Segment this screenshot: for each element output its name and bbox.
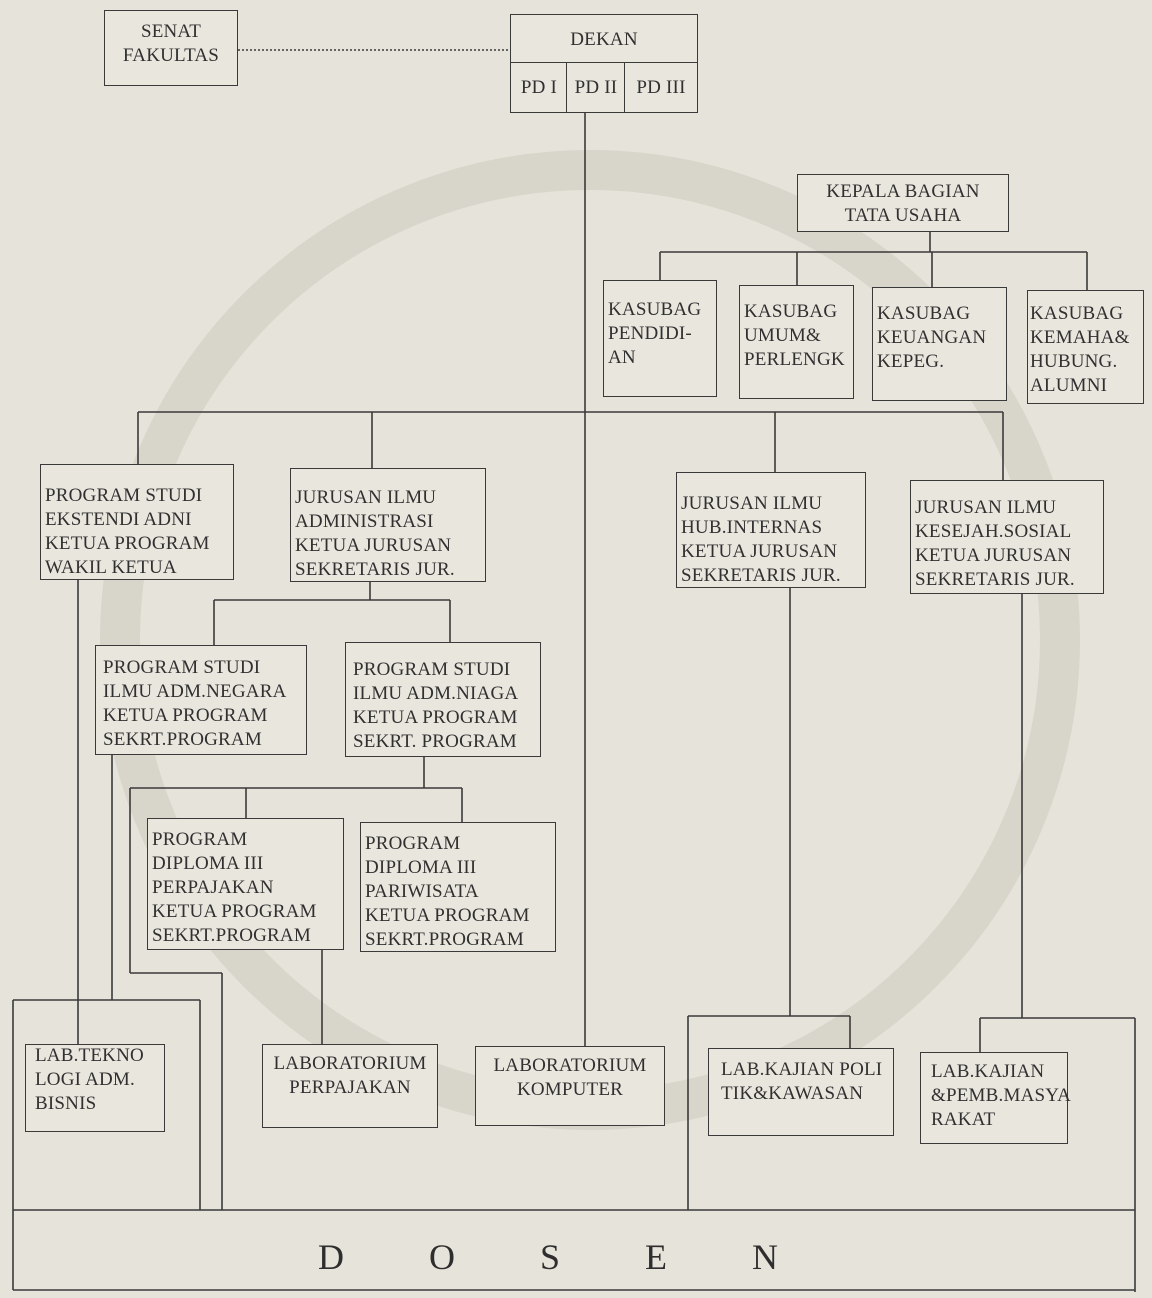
program-studi-adm-niaga-label: PROGRAM STUDI ILMU ADM.NIAGA KETUA PROGR… (353, 659, 519, 752)
lab-perpajakan-box (262, 1044, 438, 1128)
diploma-perpajakan-label: PROGRAM DIPLOMA III PERPAJAKAN KETUA PRO… (152, 829, 317, 946)
lab-kajian-politik-box (708, 1048, 894, 1136)
kasubag-umum-box (739, 285, 854, 399)
senat-fakultas-label: SENAT FAKULTAS (122, 21, 220, 66)
kasubag-umum-label: KASUBAG UMUM& PERLENGK (744, 301, 845, 370)
jurusan-hub-internas-box (676, 472, 866, 588)
lab-kajian-politik-label: LAB.KAJIAN POLI TIK&KAWASAN (721, 1059, 883, 1104)
kasubag-keuangan-box (872, 287, 1007, 401)
diploma-pariwisata-label: PROGRAM DIPLOMA III PARIWISATA KETUA PRO… (365, 833, 530, 950)
kasubag-keuangan-label: KASUBAG KEUANGAN KEPEG. (877, 303, 987, 372)
kepala-bagian-label: KEPALA BAGIAN TATA USAHA (826, 181, 980, 226)
program-studi-ekstensi-label: PROGRAM STUDI EKSTENDI ADNI KETUA PROGRA… (45, 485, 210, 578)
kasubag-kemaha-box (1027, 290, 1144, 404)
kasubag-pendidikan-box (603, 280, 717, 397)
pd1-box (510, 62, 568, 113)
diploma-pariwisata-box (360, 822, 556, 952)
lab-teknologi-box (25, 1044, 165, 1132)
lab-kajian-masyarakat-box (920, 1052, 1068, 1144)
senat-fakultas-box (104, 10, 238, 86)
pd3-label: PD III (636, 77, 686, 98)
lab-komputer-label: LABORATORIUM KOMPUTER (493, 1055, 647, 1100)
program-studi-adm-negara-box (95, 645, 307, 755)
dekan-label: DEKAN (570, 29, 638, 50)
pd2-label: PD II (574, 77, 618, 98)
jurusan-hub-internas-label: JURUSAN ILMU HUB.INTERNAS KETUA JURUSAN … (681, 493, 841, 586)
lab-komputer-box (475, 1046, 665, 1126)
program-studi-adm-niaga-box (345, 642, 541, 757)
pd1-label: PD I (520, 77, 558, 98)
dosen-label: D O S E N (317, 1237, 816, 1277)
jurusan-administrasi-box (290, 468, 486, 582)
jurusan-kesejah-sosial-box (910, 480, 1104, 594)
dekan-box (510, 14, 698, 64)
diploma-perpajakan-box (147, 818, 344, 950)
kepala-bagian-box (797, 174, 1009, 232)
jurusan-kesejah-sosial-label: JURUSAN ILMU KESEJAH.SOSIAL KETUA JURUSA… (915, 497, 1075, 590)
lab-teknologi-label: LAB.TEKNO LOGI ADM. BISNIS (35, 1045, 144, 1114)
kasubag-pendidikan-label: KASUBAG PENDIDI- AN (608, 299, 702, 368)
lab-kajian-masyarakat-label: LAB.KAJIAN &PEMB.MASYA RAKAT (931, 1061, 1071, 1130)
lab-perpajakan-label: LABORATORIUM PERPAJAKAN (273, 1053, 427, 1098)
pd3-box (624, 62, 698, 113)
kasubag-kemaha-label: KASUBAG KEMAHA& HUBUNG. ALUMNI (1030, 303, 1130, 396)
program-studi-adm-negara-label: PROGRAM STUDI ILMU ADM.NEGARA KETUA PROG… (103, 657, 287, 750)
program-studi-ekstensi-box (40, 464, 234, 580)
jurusan-administrasi-label: JURUSAN ILMU ADMINISTRASI KETUA JURUSAN … (295, 487, 455, 580)
